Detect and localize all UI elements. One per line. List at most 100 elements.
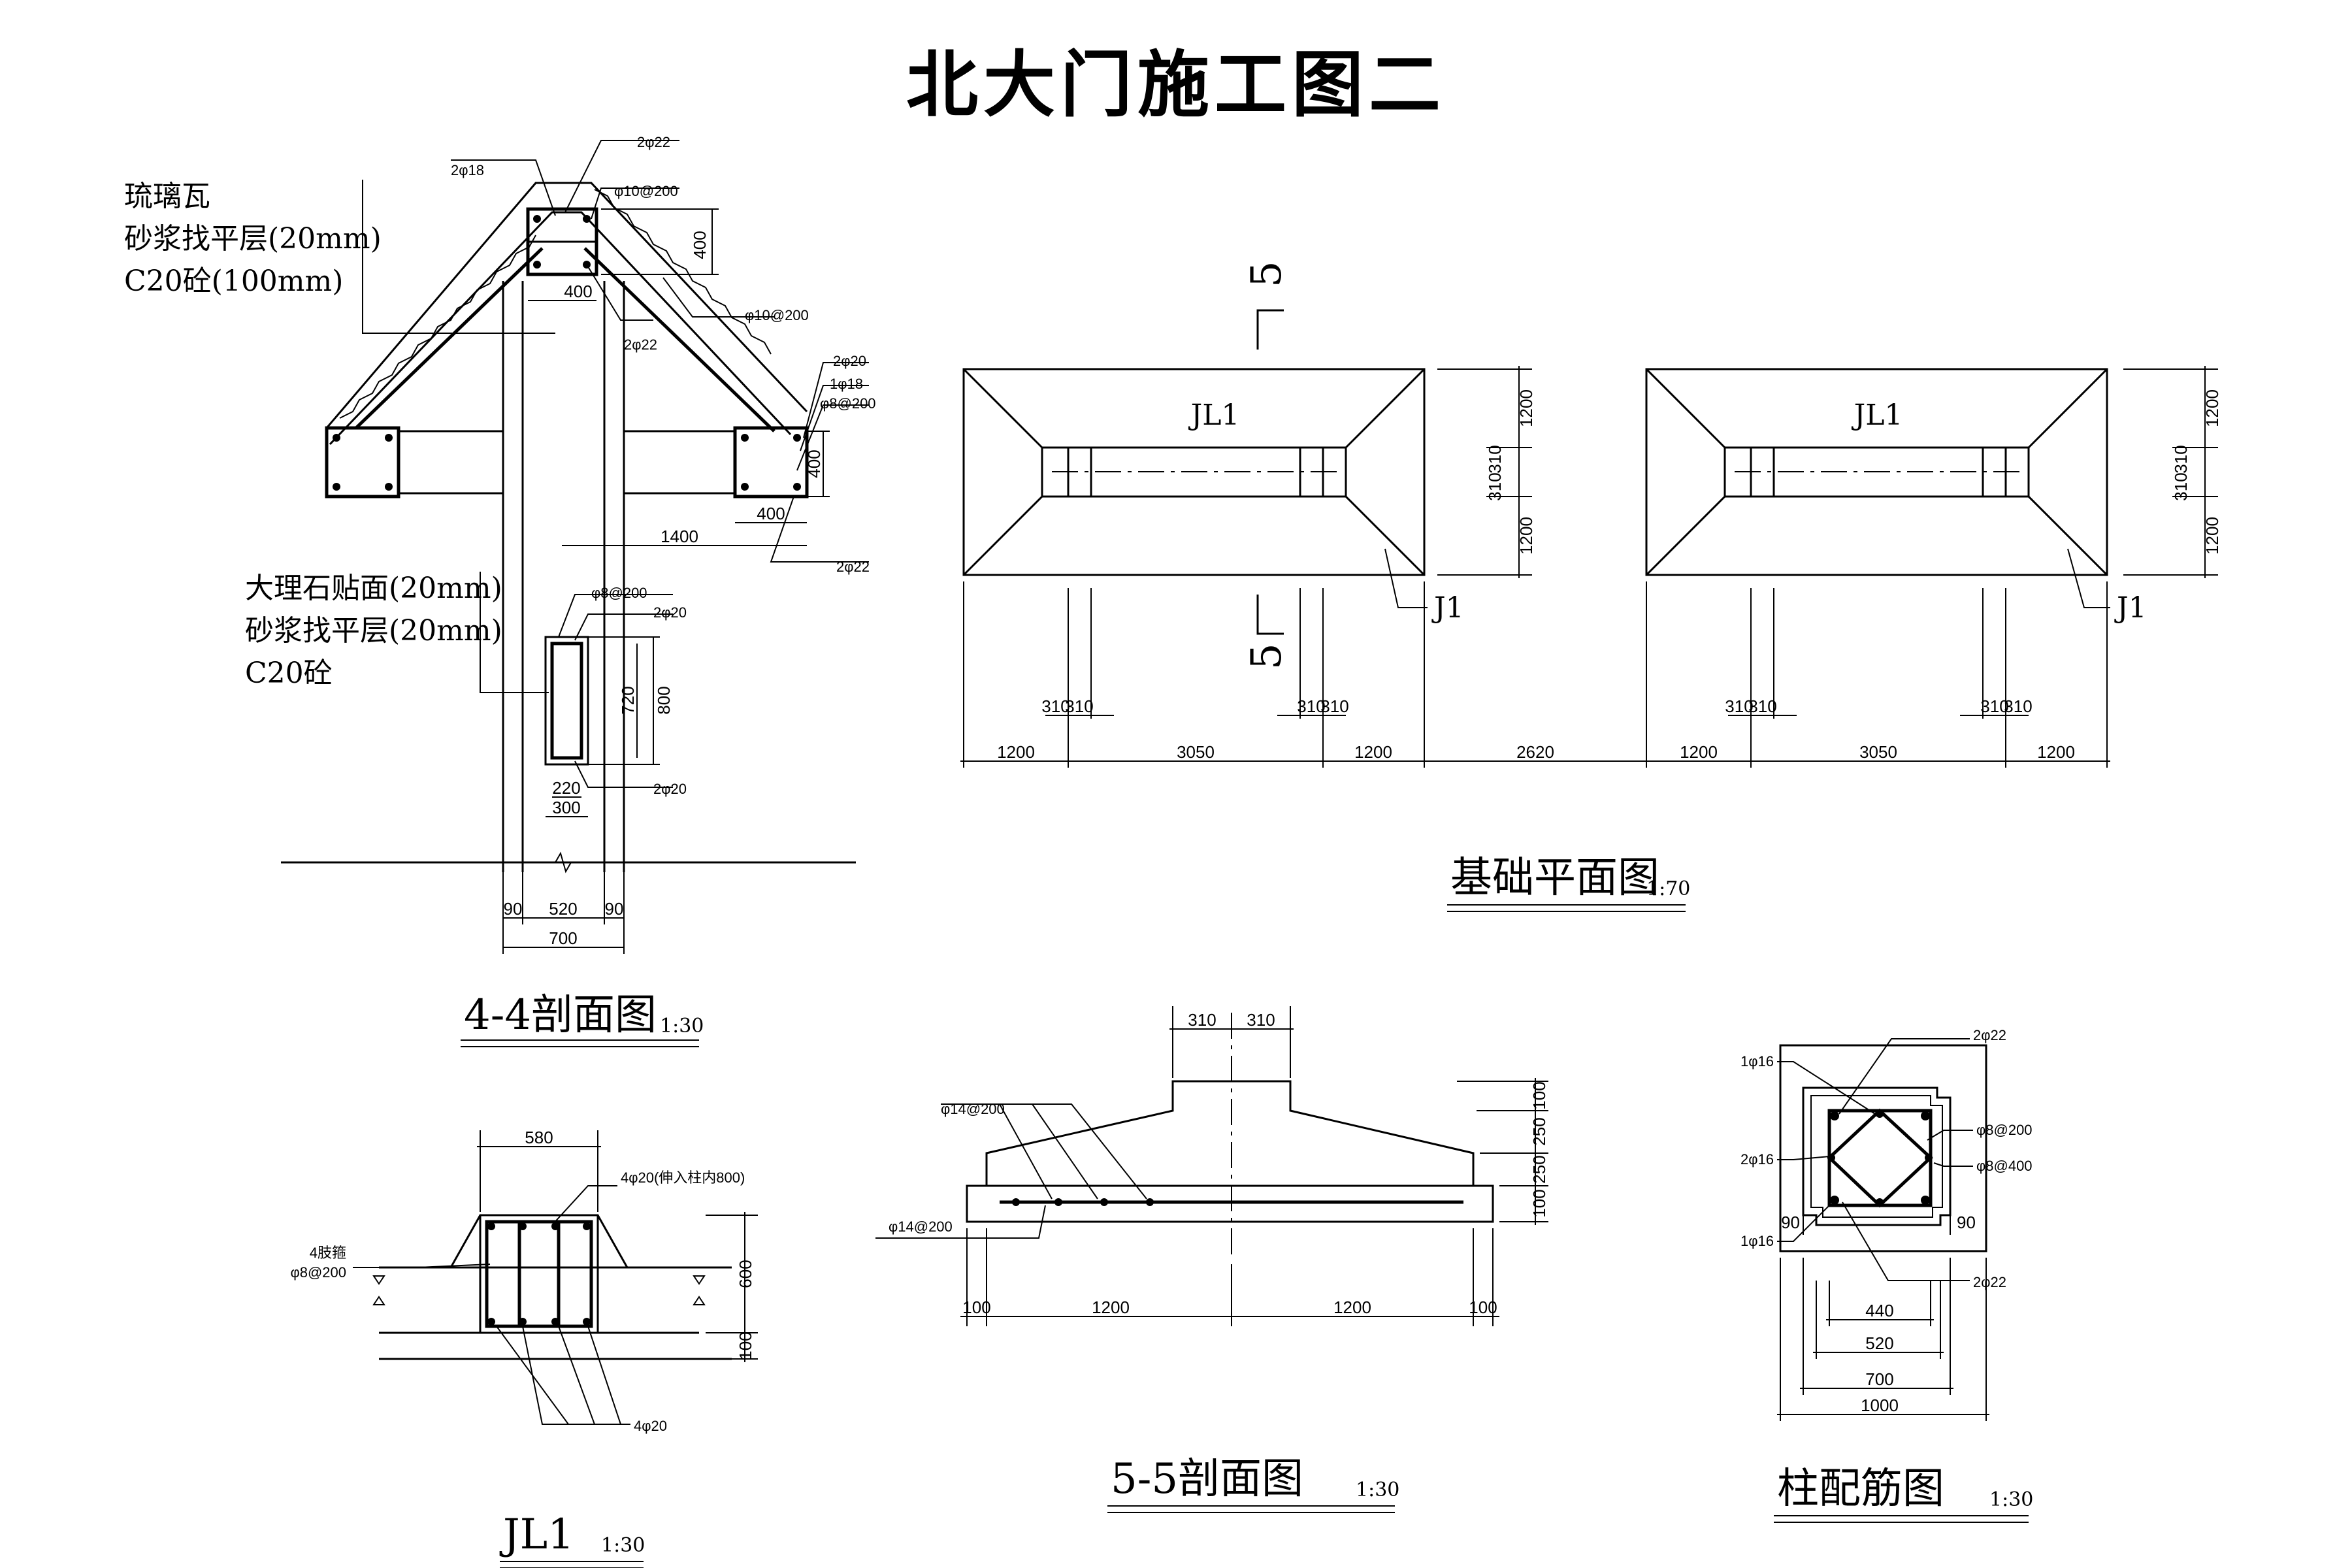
plan-dim-310-7: 310 [1980,696,2008,716]
plan-dim-b-1200-2: 1200 [1354,742,1392,762]
dim-520: 520 [549,899,577,919]
col-dim-90-right: 90 [1957,1213,1976,1232]
s55-dim-b-1200-left: 1200 [1092,1298,1130,1317]
jl1-rebar-top: 4φ20(伸入柱内800) [621,1169,745,1186]
dim-1400: 1400 [661,527,698,546]
dim-90-left: 90 [504,899,523,919]
scale-column: 1:30 [1989,1488,2033,1511]
plan-dim-310-5: 310 [1725,696,1753,716]
dim-400-eave-w: 400 [757,504,785,523]
jl1-dim-580: 580 [525,1128,553,1147]
plan-j1-left: J1 [1431,591,1464,625]
rebar-2phi22-eave: 2φ22 [836,559,870,575]
layer-marble-facing: 大理石贴面(20mm) [245,572,502,605]
caption-column: 柱配筋图 [1777,1465,1944,1513]
plan-dim-v-1200-top: 1200 [1516,389,1536,427]
rebar-2phi20-beam-top: 2φ20 [653,604,687,621]
foundation-plan [960,309,2218,768]
s55-dim-310-b: 310 [1247,1010,1275,1030]
dim-400-eave-h: 400 [804,449,824,478]
layer-c20-100: C20砼(100mm) [124,265,343,298]
rebar-2phi22-top: 2φ22 [637,134,670,150]
caption-4-4: 4-4剖面图 [464,991,657,1039]
s55-dim-b-100-right: 100 [1469,1298,1497,1317]
jl1-stirrup-legs: 4肢箍 [310,1245,346,1261]
col-rebar-1phi16-bottom: 1φ16 [1740,1233,1774,1249]
section-mark-5-top: 5 [1243,261,1291,287]
s55-rebar-top: φ14@200 [941,1101,1005,1117]
plan-dim-v-1200-bottom: 1200 [1516,517,1536,555]
s55-dim-v-250-a: 250 [1529,1117,1549,1145]
layer-c20-beam: C20砼 [245,657,333,690]
plan-dim-b-2620: 2620 [1516,742,1554,762]
plan-dim-310-2: 310 [1065,696,1093,716]
rebar-2phi20-beam-bottom: 2φ20 [653,781,687,797]
s55-dim-v-100-bottom: 100 [1529,1189,1549,1217]
s55-dim-b-100-left: 100 [962,1298,990,1317]
col-dim-440: 440 [1865,1301,1893,1320]
section-mark-5-bottom: 5 [1243,643,1291,670]
rebar-stirrup-top: φ10@200 [614,183,678,199]
plan-dim-b-3050-2: 3050 [1859,742,1897,762]
s55-rebar-bottom: φ14@200 [889,1218,953,1235]
col-rebar-2phi22-bottom: 2φ22 [1973,1274,2006,1290]
plan-dim-310-8: 310 [2004,696,2032,716]
plan-dim-b-1200-4: 1200 [2037,742,2075,762]
caption-foundation-plan: 基础平面图 [1450,854,1659,902]
dim-400-ridge-h: 400 [690,231,710,259]
rebar-2phi20-eave: 2φ20 [833,353,866,369]
plan-dim-b-3050-1: 3050 [1177,742,1215,762]
plan-dim-v2-1200-top: 1200 [2202,389,2222,427]
sheet-title: 北大门施工图二 [906,43,1446,127]
scale-5-5: 1:30 [1356,1478,1399,1501]
dim-700: 700 [549,928,577,948]
plan-dim-v-310-a: 310 [1485,445,1505,473]
col-stirrup-200: φ8@200 [1976,1122,2033,1138]
rebar-2phi22-mid: 2φ22 [624,336,657,353]
jl1-rebar-bottom: 4φ20 [634,1418,667,1434]
dim-720: 720 [618,686,638,714]
col-dim-520: 520 [1865,1333,1893,1353]
rebar-stirrup-slope: φ10@200 [745,307,809,323]
section-jl1 [353,1130,758,1425]
plan-dim-310-3: 310 [1297,696,1325,716]
col-dim-700: 700 [1865,1369,1893,1389]
section-5-5 [875,1006,1548,1326]
col-rebar-1phi16-top: 1φ16 [1740,1053,1774,1070]
s55-dim-310-a: 310 [1188,1010,1216,1030]
plan-j1-right: J1 [2114,591,2147,625]
col-dim-1000: 1000 [1861,1396,1899,1415]
s55-dim-v-100-top: 100 [1529,1081,1549,1109]
col-dim-90-left: 90 [1781,1213,1800,1232]
section-4-4 [281,140,869,954]
scale-4-4: 1:30 [660,1015,704,1037]
col-rebar-2phi16: 2φ16 [1740,1151,1774,1168]
dim-400-ridge-w: 400 [564,282,592,301]
caption-5-5: 5-5剖面图 [1111,1455,1303,1503]
dim-800: 800 [654,686,674,714]
jl1-dim-100: 100 [736,1331,755,1360]
jl1-dim-600: 600 [736,1260,755,1288]
plan-dim-310-4: 310 [1320,696,1348,716]
rebar-2phi18: 2φ18 [451,162,484,178]
layer-mortar-20: 砂浆找平层(20mm) [124,222,382,255]
rebar-stirrup-eave: φ8@200 [820,395,876,412]
plan-dim-310-6: 310 [1748,696,1776,716]
plan-jl1-right: JL1 [1852,399,1903,432]
dim-220: 220 [552,778,580,798]
plan-dim-b-1200-1: 1200 [997,742,1035,762]
plan-jl1-left: JL1 [1188,399,1240,432]
column-reinforcement [1777,1038,1989,1421]
col-rebar-2phi22-top: 2φ22 [1973,1027,2006,1043]
rebar-1phi18-eave: 1φ18 [830,376,863,392]
plan-dim-v2-310-b: 310 [2171,472,2191,500]
dim-90-right: 90 [605,899,624,919]
dim-300: 300 [552,798,580,817]
layer-glazed-tile: 琉璃瓦 [124,180,210,213]
plan-dim-v2-1200-bottom: 1200 [2202,517,2222,555]
jl1-stirrup-spacing: φ8@200 [290,1264,346,1281]
plan-dim-310-1: 310 [1041,696,1070,716]
plan-dim-b-1200-3: 1200 [1680,742,1718,762]
